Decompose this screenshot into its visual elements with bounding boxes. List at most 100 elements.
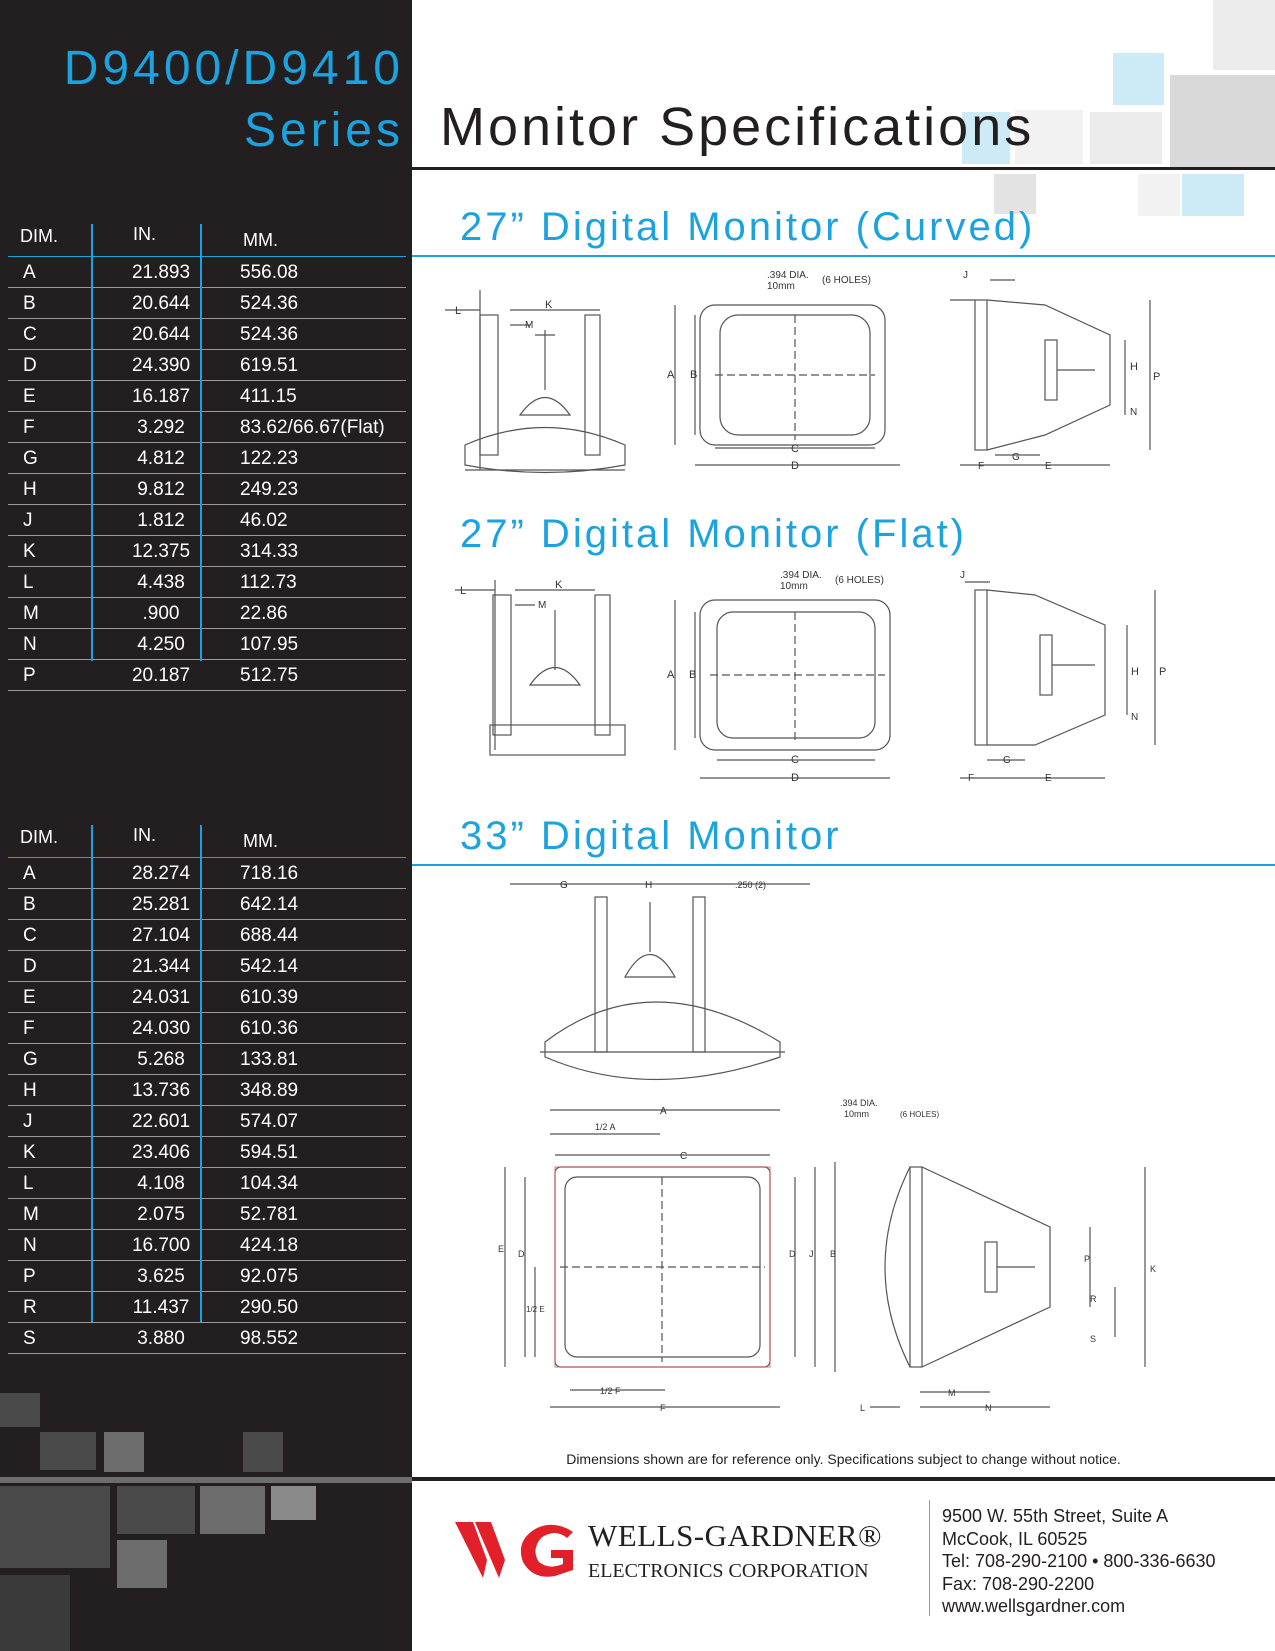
inches-cell: 12.375 xyxy=(131,541,191,562)
dim-cell: G xyxy=(23,1049,38,1070)
dim-cell: B xyxy=(23,894,36,915)
svg-text:J: J xyxy=(809,1249,814,1259)
svg-text:N: N xyxy=(1131,712,1138,723)
inches-cell: 4.108 xyxy=(137,1173,185,1194)
inches-cell: 21.344 xyxy=(131,956,191,977)
footer-rule xyxy=(412,1477,1275,1481)
svg-text:C: C xyxy=(791,754,799,766)
svg-text:E: E xyxy=(498,1244,504,1254)
dim-cell: C xyxy=(23,324,37,345)
dim-cell: B xyxy=(23,293,36,314)
header-mm: MM. xyxy=(243,230,278,250)
inches-cell: 4.812 xyxy=(137,448,185,469)
mm-cell: 512.75 xyxy=(240,665,299,686)
mm-cell: 411.15 xyxy=(240,386,297,407)
dim-cell: P xyxy=(23,665,36,686)
mm-cell: 524.36 xyxy=(240,293,299,314)
dim-cell: P xyxy=(23,1266,36,1287)
mm-cell: 314.33 xyxy=(240,541,299,562)
mm-cell: 619.51 xyxy=(240,355,299,376)
inches-cell: 11.437 xyxy=(132,1297,190,1318)
holes-dia-label: .394 DIA. xyxy=(780,570,822,581)
mm-cell: 83.62/66.67(Flat) xyxy=(240,417,385,438)
mm-cell: 610.36 xyxy=(240,1018,299,1039)
header-in: IN. xyxy=(133,825,157,845)
footer-rule-left xyxy=(0,1477,412,1483)
svg-text:M: M xyxy=(525,320,533,331)
column-divider xyxy=(91,825,93,1322)
mm-cell: 688.44 xyxy=(240,925,299,946)
svg-text:B: B xyxy=(689,669,696,681)
svg-text:B: B xyxy=(690,369,697,381)
svg-text:P: P xyxy=(1159,666,1166,678)
dim-cell: G xyxy=(23,448,38,469)
mm-cell: 574.07 xyxy=(240,1111,299,1132)
dim-cell: L xyxy=(23,572,34,593)
inches-cell: 13.736 xyxy=(131,1080,191,1101)
svg-text:K: K xyxy=(555,579,563,591)
dim-cell: A xyxy=(23,262,36,283)
mm-cell: 542.14 xyxy=(240,956,299,977)
svg-text:G: G xyxy=(1003,755,1011,766)
inches-cell: 16.700 xyxy=(131,1235,191,1256)
dim-cell: M xyxy=(23,603,39,624)
dim-cell: M xyxy=(23,1204,39,1225)
svg-text:P: P xyxy=(1084,1254,1090,1264)
svg-text:S: S xyxy=(1090,1334,1096,1344)
series-title: D9400/D9410 Series xyxy=(0,38,404,162)
inches-cell: 28.274 xyxy=(131,863,191,884)
phone: Tel: 708-290-2100 • 800-336-6630 xyxy=(942,1551,1216,1571)
holes-dia-label: .394 DIA. xyxy=(840,1098,878,1108)
dim-cell: C xyxy=(23,925,37,946)
svg-text:B: B xyxy=(830,1249,836,1259)
svg-text:E: E xyxy=(1045,773,1052,784)
dim-cell: D xyxy=(23,355,37,376)
section-title-flat: 27” Digital Monitor (Flat) xyxy=(460,512,968,556)
address-line1: 9500 W. 55th Street, Suite A xyxy=(942,1506,1169,1526)
holes-count-label: (6 HOLES) xyxy=(822,275,871,286)
website-link[interactable]: www.wellsgardner.com xyxy=(942,1596,1126,1616)
dim-cell: J xyxy=(23,1111,33,1132)
company-name: WELLS-GARDNER® xyxy=(588,1518,883,1553)
address-line2: McCook, IL 60525 xyxy=(942,1528,1088,1549)
dim-cell: S xyxy=(23,1328,36,1349)
inches-cell: 21.893 xyxy=(131,262,191,283)
svg-text:H: H xyxy=(1131,666,1139,678)
mm-cell: 348.89 xyxy=(240,1080,299,1101)
svg-text:P: P xyxy=(1153,371,1160,383)
half-e-label: 1/2 E xyxy=(526,1305,545,1314)
gap-label: .250 (2) xyxy=(735,880,766,890)
mm-cell: 92.075 xyxy=(240,1266,299,1287)
svg-text:R: R xyxy=(1090,1294,1097,1304)
mm-cell: 610.39 xyxy=(240,987,299,1008)
dim-cell: E xyxy=(23,386,36,407)
inches-cell: 22.601 xyxy=(131,1111,191,1132)
holes-dia-label: .394 DIA. xyxy=(767,270,809,281)
dim-cell: K xyxy=(23,541,36,562)
dim-cell: F xyxy=(23,1018,35,1039)
column-divider xyxy=(200,825,202,1322)
dim-cell: L xyxy=(23,1173,34,1194)
svg-text:D: D xyxy=(518,1249,525,1259)
svg-text:F: F xyxy=(978,461,984,472)
contact-block: 9500 W. 55th Street, Suite A McCook, IL … xyxy=(942,1505,1216,1618)
svg-text:L: L xyxy=(460,585,466,597)
drawing-27-flat: L K M A B C D .394 DIA. 10mm (6 HOLES) J… xyxy=(455,570,1166,784)
mm-cell: 424.18 xyxy=(240,1235,299,1256)
svg-text:L: L xyxy=(455,305,461,317)
